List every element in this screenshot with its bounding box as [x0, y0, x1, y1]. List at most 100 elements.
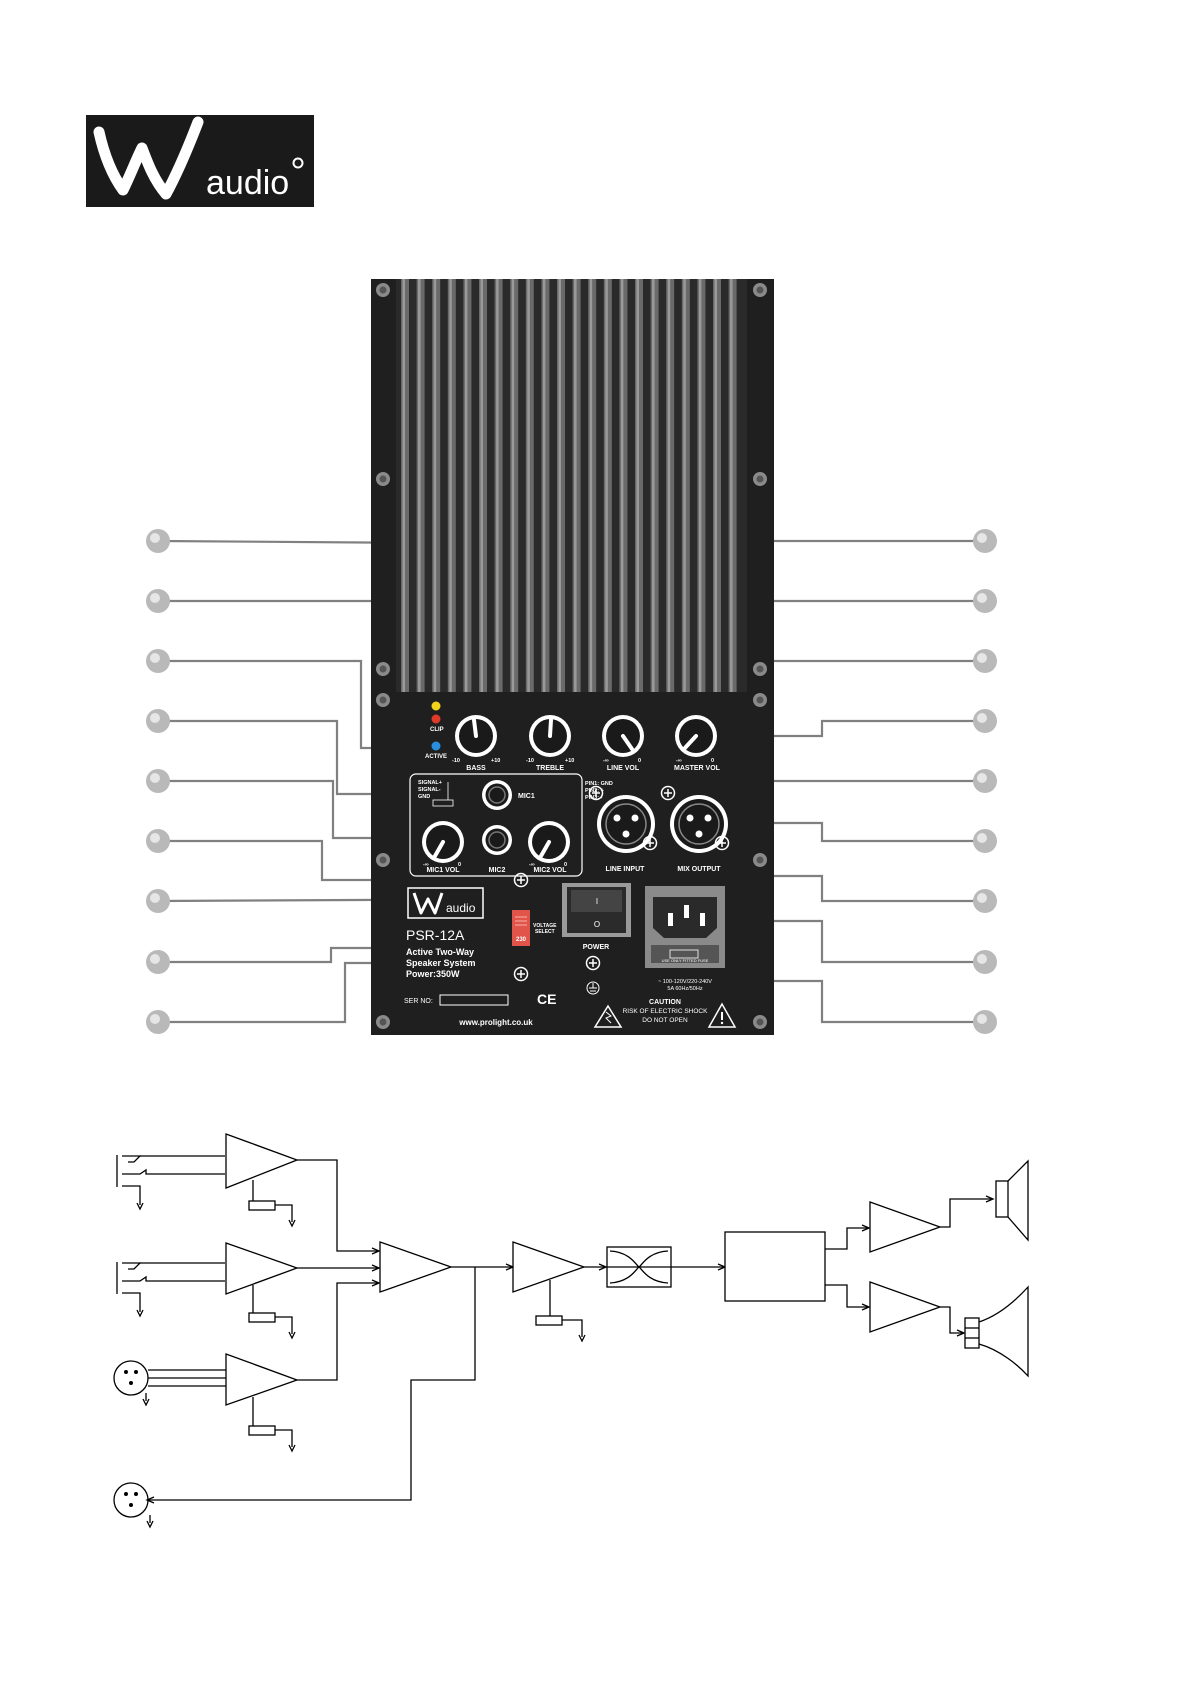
- panel-screws: [376, 283, 767, 1029]
- phillips-screw-icon: [642, 835, 658, 851]
- heatsink-fin-highlight: [636, 279, 639, 692]
- shock-warning-icon: [593, 1004, 623, 1028]
- voltage-value: 230: [516, 937, 527, 943]
- heatsink-fin-highlight: [730, 279, 733, 692]
- svg-text:-10: -10: [526, 758, 534, 764]
- treble-knob[interactable]: -10 +10 TREBLE: [526, 715, 574, 772]
- phillips-screw-icon: [660, 785, 676, 801]
- mounting-screw-center: [379, 665, 387, 673]
- mains-rating-line1: ~ 100-120V/220-240V: [658, 979, 712, 985]
- heatsink-fin-highlight: [652, 279, 655, 692]
- svg-text:0: 0: [564, 862, 567, 868]
- mix-output-xlr[interactable]: MIX OUTPUT: [670, 795, 728, 873]
- preamp-3: [225, 1353, 299, 1453]
- line-vol-label: LINE VOL: [607, 765, 640, 772]
- clip-led: [431, 714, 441, 724]
- hf-amp: [869, 1201, 942, 1253]
- desc-line2: Speaker System: [406, 958, 476, 968]
- active-led: [431, 741, 441, 751]
- callout-dot-highlight: [150, 893, 160, 903]
- limiter-block: [606, 1246, 672, 1288]
- jack-input-1-icon: [116, 1155, 225, 1211]
- svg-text:-∞: -∞: [423, 862, 429, 868]
- w-logo-icon: [412, 892, 444, 915]
- website-text: www.prolight.co.uk: [458, 1018, 533, 1027]
- caution-block: CAUTION RISK OF ELECTRIC SHOCK DO NOT OP…: [593, 999, 737, 1028]
- master-vol-label: MASTER VOL: [674, 765, 721, 772]
- svg-text:-∞: -∞: [603, 758, 609, 764]
- voltage-select-switch[interactable]: 230 VOLTAGE SELECT: [512, 910, 557, 946]
- callout-dot-highlight: [150, 593, 160, 603]
- desc-line3: Power:350W: [406, 969, 460, 979]
- heatsink-fin-highlight: [418, 279, 421, 692]
- svg-text:-∞: -∞: [676, 758, 682, 764]
- phillips-screw-icon: [513, 966, 529, 982]
- mounting-screw-center: [379, 856, 387, 864]
- mic-section-frame: [409, 773, 583, 877]
- svg-text:-10: -10: [452, 758, 460, 764]
- mounting-screw-center: [756, 286, 764, 294]
- caution-title: CAUTION: [649, 999, 681, 1006]
- callout-dot-highlight: [977, 533, 987, 543]
- heatsink-fin-highlight: [667, 279, 671, 692]
- crossover-block: [724, 1231, 826, 1302]
- power-label: POWER: [583, 944, 609, 951]
- line-vol-knob[interactable]: -∞ 0 LINE VOL: [602, 715, 644, 772]
- callout-dot-highlight: [977, 1014, 987, 1024]
- panel-plus-screws: [513, 785, 730, 982]
- mic2-vol-label: MIC2 VOL: [533, 867, 567, 874]
- exclamation-warning-icon: [707, 1002, 737, 1028]
- phillips-screw-icon: [513, 872, 529, 888]
- heatsink-fin-highlight: [496, 279, 499, 692]
- clip-label: CLIP: [430, 727, 444, 733]
- heatsink-fin-highlight: [558, 279, 561, 692]
- xlr-pin-legend: PIN1: GND PIN2: + PIN3: -: [585, 781, 613, 801]
- mic1-vol-knob[interactable]: -∞ 0 MIC1 VOL: [422, 821, 464, 874]
- mounting-screw-center: [379, 696, 387, 704]
- ce-mark: CE: [537, 991, 556, 1007]
- caution-line1: RISK OF ELECTRIC SHOCK: [623, 1008, 709, 1015]
- callout-dot-highlight: [977, 893, 987, 903]
- treble-label: TREBLE: [536, 765, 564, 772]
- callout-dot-highlight: [150, 1014, 160, 1024]
- logo-brand-text: audio: [206, 164, 289, 202]
- mix-output-label: MIX OUTPUT: [677, 866, 721, 873]
- heatsink-fin-highlight: [620, 279, 624, 692]
- callout-dot-highlight: [977, 833, 987, 843]
- phillips-screw-icon: [714, 835, 730, 851]
- svg-text:+10: +10: [491, 758, 500, 764]
- line-input-xlr[interactable]: LINE INPUT: [597, 795, 655, 873]
- svg-text:I: I: [596, 897, 598, 906]
- svg-text:SIGNAL+: SIGNAL+: [418, 780, 442, 786]
- heatsink-fin-highlight: [511, 279, 515, 692]
- mains-inlet[interactable]: USE ONLY FITTED FUSE: [645, 886, 725, 968]
- svg-text:0: 0: [711, 758, 714, 764]
- heatsink-fin-highlight: [542, 279, 546, 692]
- heatsink-fin-highlight: [433, 279, 437, 692]
- caution-line2: DO NOT OPEN: [642, 1017, 688, 1024]
- heatsink: [396, 279, 747, 692]
- mounting-screw-center: [379, 286, 387, 294]
- master-vol-knob[interactable]: -∞ 0 MASTER VOL: [674, 715, 721, 772]
- svg-text:GND: GND: [418, 794, 430, 800]
- callout-markers: [146, 529, 997, 1034]
- callout-dot-highlight: [977, 593, 987, 603]
- phillips-screw-icon: [588, 785, 604, 801]
- heatsink-fin-highlight: [464, 279, 468, 692]
- mic1-jack[interactable]: MIC1: [482, 780, 535, 810]
- mixer-amp: [379, 1241, 453, 1293]
- mic2-vol-knob[interactable]: -∞ 0 MIC2 VOL: [528, 821, 570, 874]
- mounting-screw-center: [379, 1018, 387, 1026]
- fuse-holder[interactable]: [651, 945, 719, 963]
- svg-text:0: 0: [638, 758, 641, 764]
- bass-knob[interactable]: -10 +10 BASS: [452, 715, 500, 772]
- mic1-vol-label: MIC1 VOL: [426, 867, 460, 874]
- mounting-screw-center: [756, 696, 764, 704]
- svg-text:PIN1: GND: PIN1: GND: [585, 781, 613, 787]
- heatsink-fin-highlight: [449, 279, 452, 692]
- heatsink-fin-highlight: [574, 279, 577, 692]
- mic2-jack[interactable]: MIC2: [482, 825, 512, 874]
- mic2-label: MIC2: [489, 867, 506, 874]
- callout-dot-highlight: [150, 833, 160, 843]
- power-switch[interactable]: I O POWER: [562, 883, 631, 951]
